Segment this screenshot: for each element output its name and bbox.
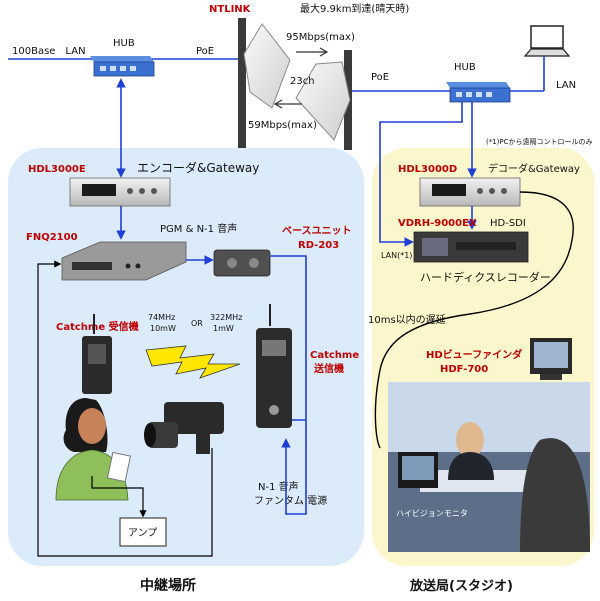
n1-loop-link: [285, 420, 307, 515]
transmitter-line1: Catchme: [310, 350, 359, 361]
base-unit-title: ベースユニット: [282, 225, 352, 237]
freq2-top-label: 322MHz: [210, 313, 242, 322]
base-unit-icon: [213, 249, 271, 277]
lan-left-label: 100Base LAN: [12, 46, 86, 57]
hub-right-label: HUB: [454, 62, 476, 73]
encoder-desc-label: エンコーダ&Gateway: [137, 160, 259, 175]
amp-loop-link: [37, 260, 213, 557]
recorder-device-icon: [413, 231, 529, 263]
amp-box: [119, 517, 167, 547]
lan-right-label: LAN: [556, 80, 576, 91]
wireless-arrow-up: [296, 47, 329, 57]
amp-label: アンプ: [128, 527, 157, 539]
decoder-to-monitor-link: [374, 191, 574, 449]
hub-to-recorder-link: [379, 102, 463, 247]
freq1-bottom-label: 10mW: [150, 324, 176, 333]
base-unit-model: RD-203: [298, 240, 339, 251]
or-label: OR: [191, 319, 203, 328]
speed-up-label: 95Mbps(max): [286, 32, 355, 43]
viewfinder-title: HDビューファインダ: [426, 348, 522, 361]
recorder-desc-label: ハードディクスレコーダー: [420, 270, 551, 284]
lightning-bolt-icon: [145, 345, 241, 379]
antenna-right-icon: [295, 50, 352, 150]
freq1-top-label: 74MHz: [148, 313, 175, 322]
base-to-transmitter-link: [270, 255, 307, 421]
encoder-device-icon: [69, 177, 171, 207]
wireless-arrow-down: [273, 99, 302, 109]
announcer-to-amp-link: [91, 476, 147, 518]
n1-line1: N-1 音声: [258, 480, 299, 493]
encoder-model-label: HDL3000E: [28, 164, 86, 175]
viewfinder-icon: [530, 338, 572, 380]
decoder-desc-label: デコーダ&Gateway: [488, 162, 580, 175]
n1-line2: ファンタム 電源: [254, 494, 327, 507]
transmitter-line2: 送信機: [313, 362, 344, 375]
recorder-model-label: VDRH-9000EX: [398, 218, 477, 229]
receiver-icon: [82, 314, 112, 394]
hub-right-icon: [446, 82, 511, 103]
poe-left-label: PoE: [196, 46, 214, 57]
ntlink-label: NTLINK: [209, 4, 252, 15]
fnq-model-label: FNQ2100: [26, 232, 78, 243]
decoder-model-label: HDL3000D: [398, 164, 457, 175]
laptop-icon: [523, 25, 571, 57]
monitor-label: ハイビジョンモニタ: [396, 509, 468, 518]
speed-down-label: 59Mbps(max): [248, 120, 317, 131]
receiver-label: Catchme 受信機: [56, 320, 139, 333]
studio-photo: [388, 382, 590, 552]
transmitter-icon: [256, 304, 292, 428]
studio-title: 放送局(スタジオ): [409, 578, 513, 594]
fnq-device-icon: [61, 241, 187, 281]
channel-label: 23ch: [290, 76, 315, 87]
hub-left-icon: [90, 56, 155, 77]
antenna-left-icon: [238, 18, 291, 148]
hdsdi-label: HD-SDI: [490, 218, 526, 229]
viewfinder-model: HDF-700: [440, 364, 488, 375]
pgm-label: PGM & N-1 音声: [160, 222, 237, 235]
lan-star-label: LAN(*1): [381, 251, 412, 260]
relay-site-title: 中継場所: [140, 577, 196, 594]
delay-note: 10ms以内の遅延: [368, 313, 446, 326]
video-camera-icon: [144, 402, 224, 454]
decoder-device-icon: [419, 177, 521, 207]
distance-note: 最大9.9km到達(晴天時): [300, 2, 409, 15]
freq2-bottom-label: 1mW: [213, 324, 234, 333]
announcer-illustration: [55, 398, 132, 501]
poe-right-label: PoE: [371, 72, 389, 83]
hub-left-label: HUB: [113, 38, 135, 49]
remote-note: (*1)PCから遠隔コントロールのみ: [486, 137, 593, 146]
